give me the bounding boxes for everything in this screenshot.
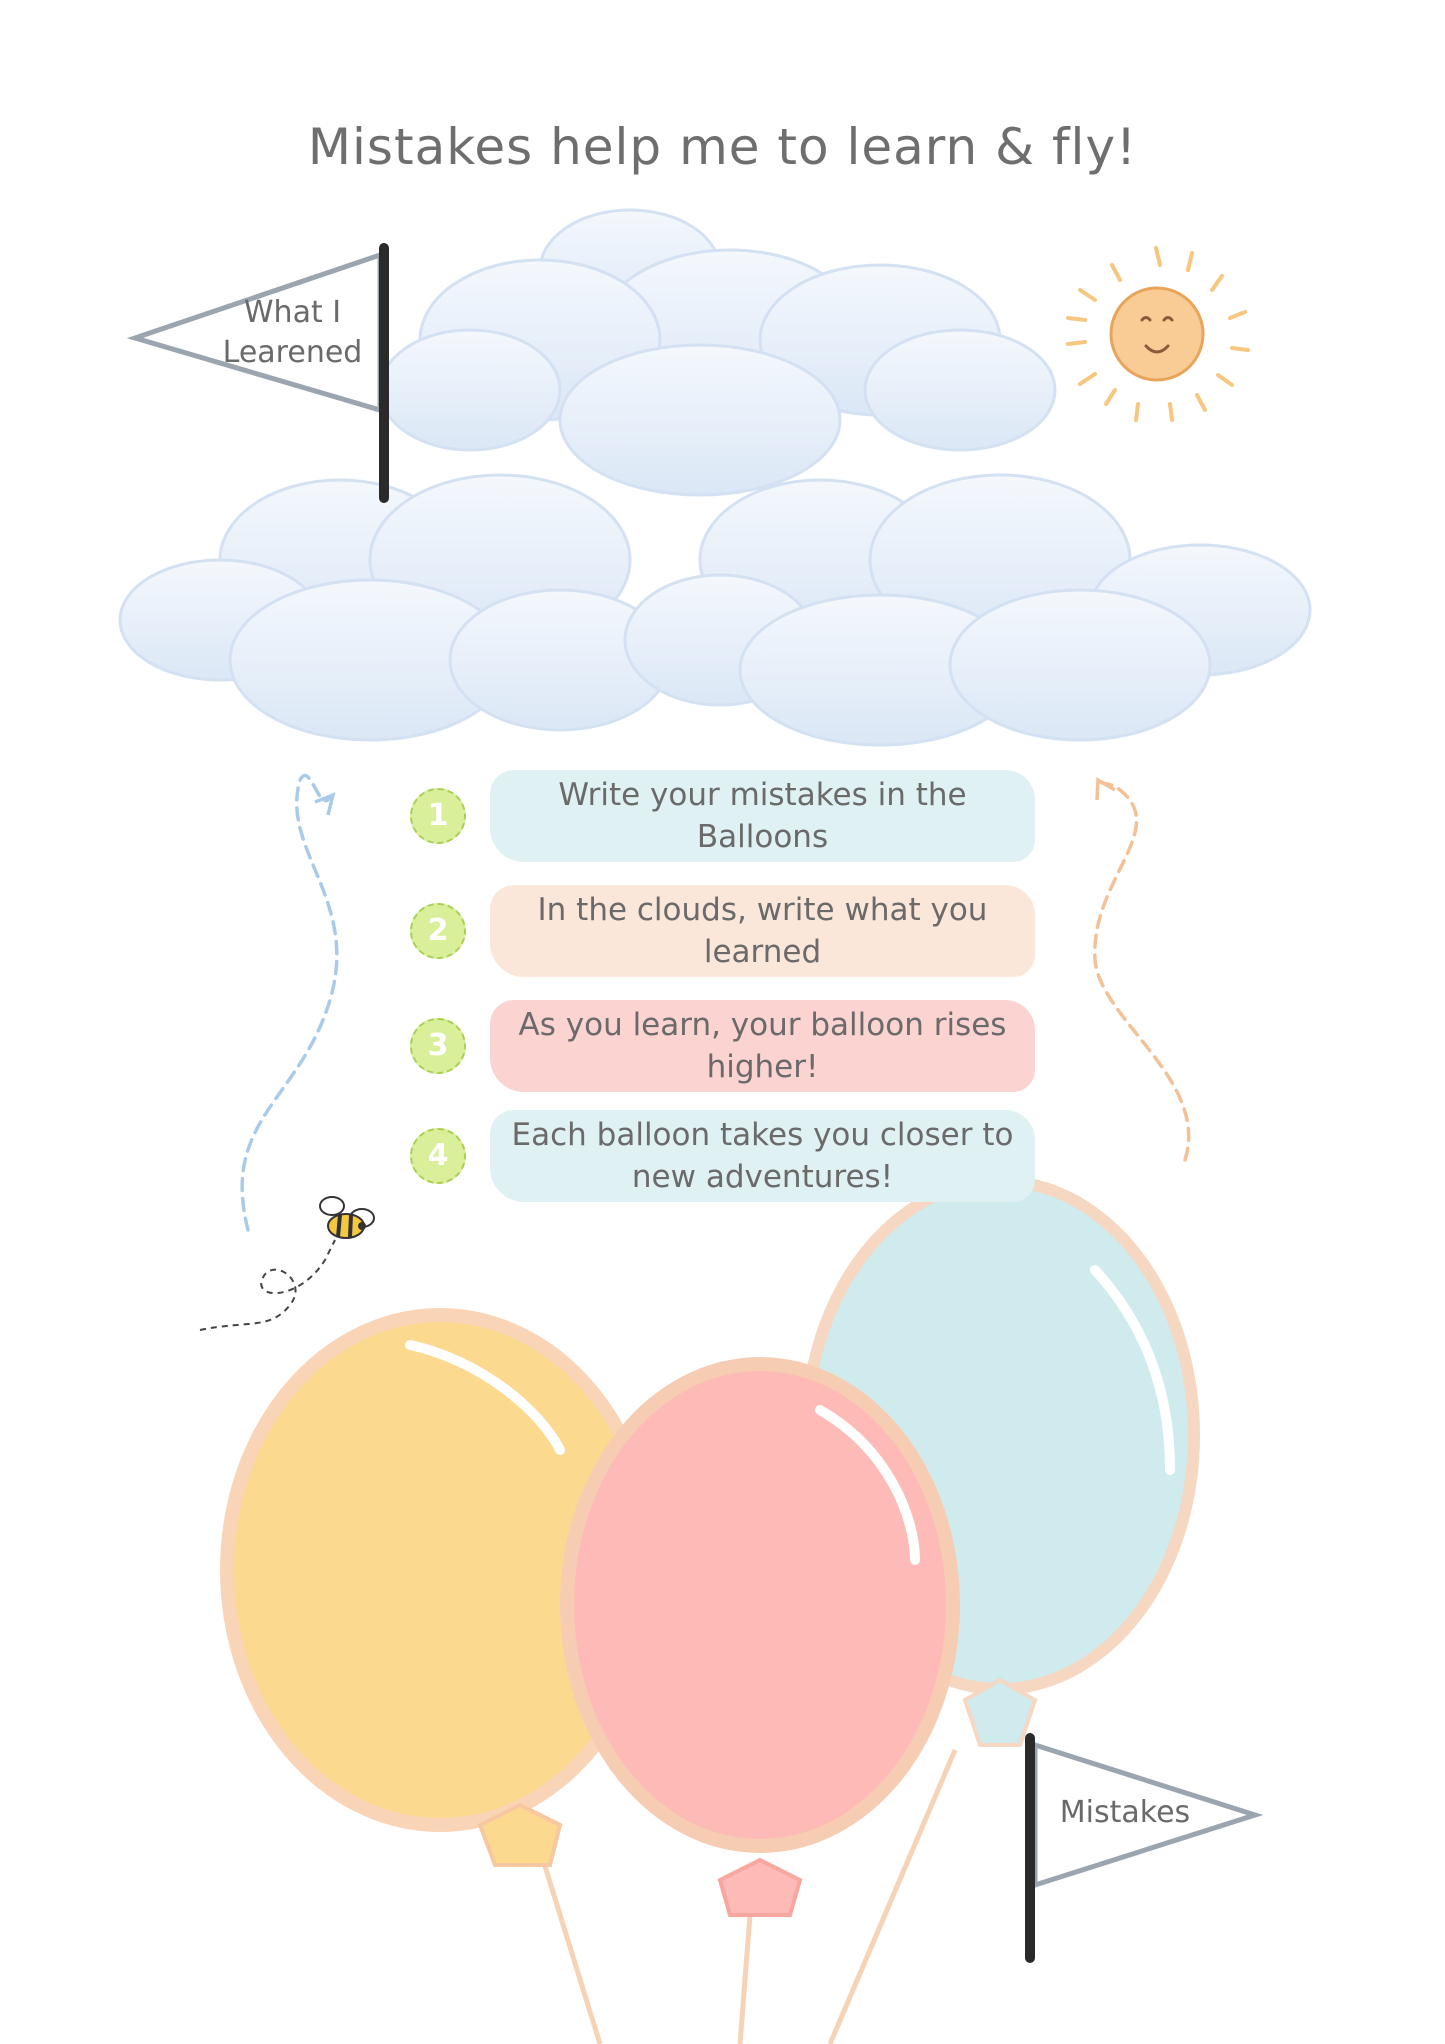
step-number-badge: 1: [410, 788, 466, 844]
bee-trail: [199, 1239, 336, 1331]
arrow-head-icon: [1095, 777, 1116, 801]
sun-icon: [1066, 246, 1250, 422]
cloud-icon: [118, 208, 1312, 747]
step-item: 4 Each balloon takes you closer to new a…: [410, 1110, 1040, 1206]
step-item: 2 In the clouds, write what you learned: [410, 885, 1040, 981]
arrow-head-icon: [314, 792, 336, 816]
step-text: In the clouds, write what you learned: [490, 885, 1035, 977]
step-text: Write your mistakes in the Balloons: [490, 770, 1035, 862]
balloon-icon: [220, 1308, 660, 1867]
step-item: 1 Write your mistakes in the Balloons: [410, 770, 1040, 866]
balloon-icon: [560, 1357, 960, 1917]
step-text: As you learn, your balloon rises higher!: [490, 1000, 1035, 1092]
flag-label-what-i-learned: What I Learened: [222, 295, 363, 370]
step-number-badge: 3: [410, 1018, 466, 1074]
page-title: Mistakes help me to learn & fly!: [307, 118, 1138, 176]
pennant-flag-icon: [1025, 1733, 1264, 1963]
step-number-badge: 2: [410, 903, 466, 959]
flag-label-mistakes: Mistakes: [1059, 1795, 1191, 1830]
step-text: Each balloon takes you closer to new adv…: [490, 1110, 1035, 1202]
bee-icon: [319, 1196, 375, 1239]
step-number-badge: 4: [410, 1128, 466, 1184]
dashed-arrow-icon: [240, 774, 1191, 1232]
pennant-flag-icon: [126, 243, 389, 503]
step-item: 3 As you learn, your balloon rises highe…: [410, 1000, 1040, 1096]
balloon-strings: [537, 1749, 958, 2044]
